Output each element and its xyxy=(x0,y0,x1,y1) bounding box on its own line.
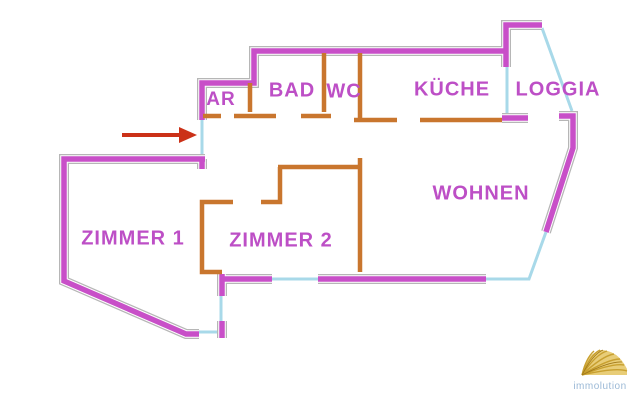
exterior-walls xyxy=(64,25,573,338)
room-label-kueche: KÜCHE xyxy=(413,78,491,101)
room-label-bad: BAD xyxy=(268,79,316,102)
logo-fan-icon xyxy=(581,349,628,376)
room-label-wc: WC xyxy=(326,80,362,103)
room-label-zimmer1: ZIMMER 1 xyxy=(81,227,185,250)
room-label-wohnen: WOHNEN xyxy=(432,182,530,205)
room-label-ar: AR xyxy=(206,89,236,110)
logo-text: immolution xyxy=(573,381,627,392)
entrance-arrow-icon xyxy=(122,127,197,143)
room-label-zimmer2: ZIMMER 2 xyxy=(229,229,333,252)
room-label-loggia: LOGGIA xyxy=(515,78,601,101)
logo: immolution xyxy=(568,342,632,392)
